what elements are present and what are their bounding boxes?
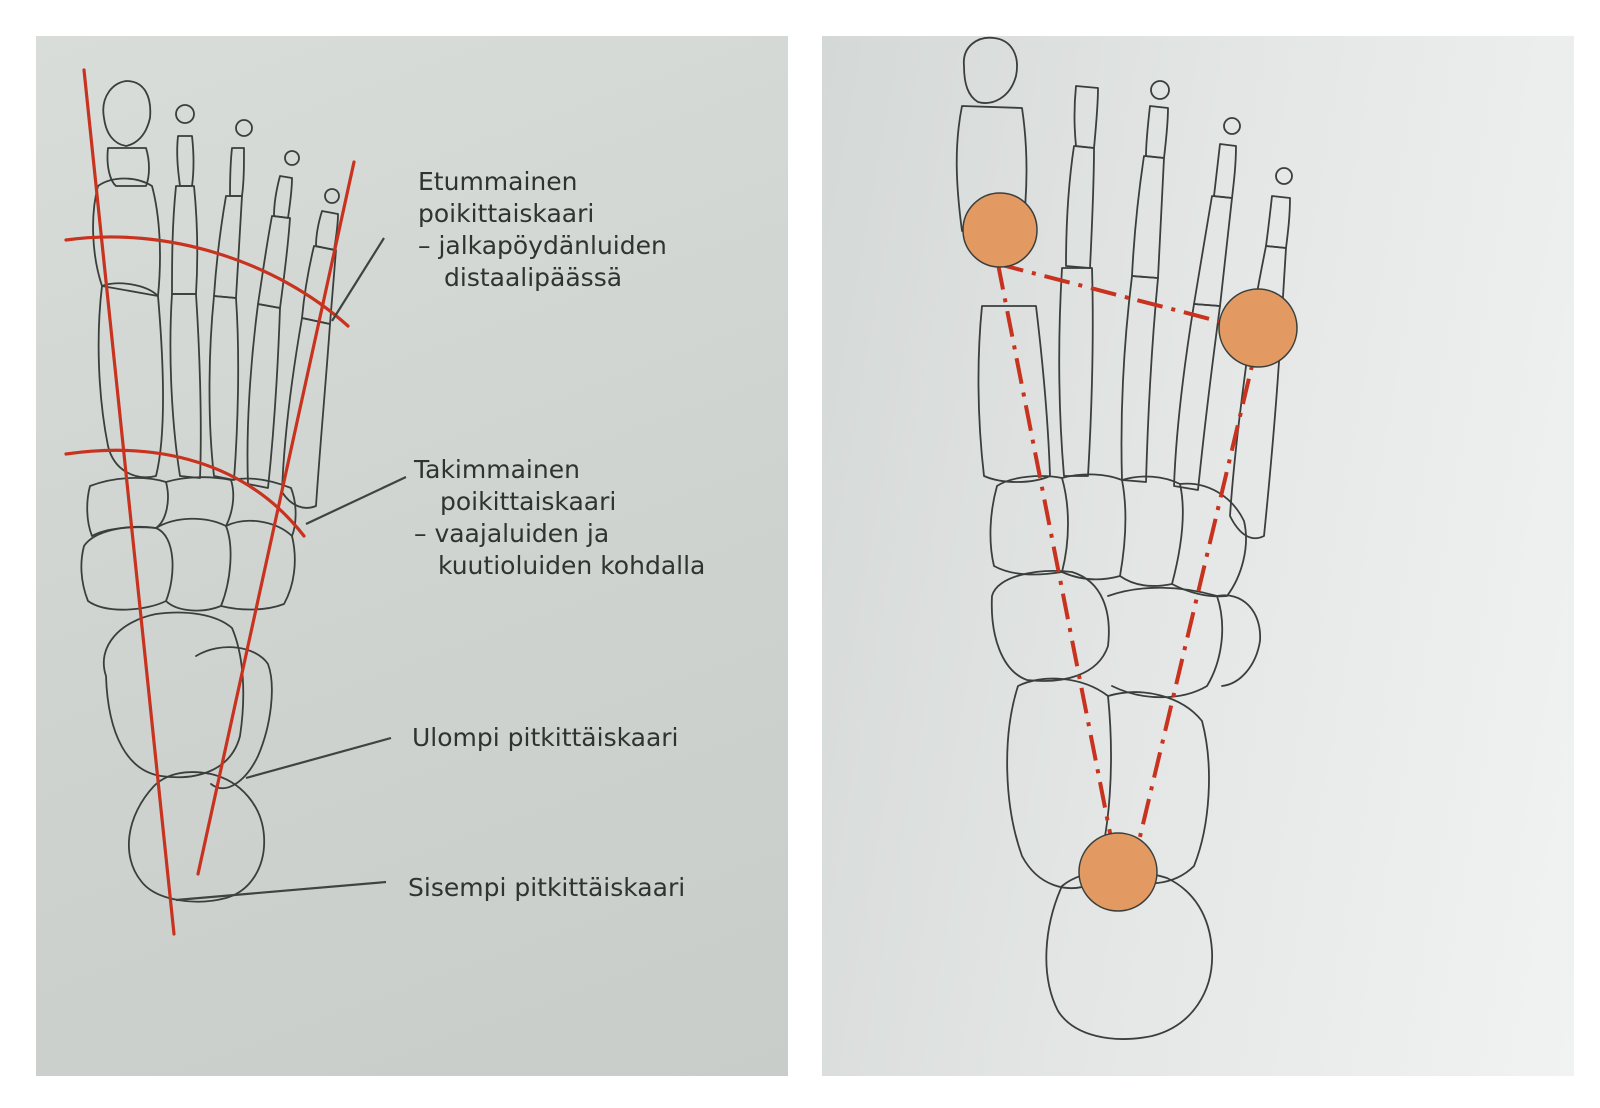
inner-longitudinal-arch-label: Sisempi pitkittäiskaari	[408, 873, 686, 902]
outer-longitudinal-arch-line	[196, 160, 356, 876]
arch-lines	[64, 68, 356, 936]
front-transverse-arch-label: Etummainen poikittaiskaari – jalkapöydän…	[418, 166, 667, 294]
foot-tripod-drawing	[955, 36, 1298, 1040]
front-arch-line1: Etummainen	[418, 167, 578, 196]
foot-bones-right	[955, 36, 1293, 1040]
outer-longitudinal-arch-label: Ulompi pitkittäiskaari	[412, 723, 679, 752]
rear-arch-line4: kuutioluiden kohdalla	[438, 551, 706, 580]
foot-arches-figure: Etummainen poikittaiskaari – jalkapöydän…	[36, 36, 788, 1076]
contact-points	[962, 192, 1298, 912]
fifth-metatarsal-head-point	[1218, 288, 1298, 368]
rear-arch-line1: Takimmainen	[414, 455, 580, 484]
first-metatarsal-head-point	[962, 192, 1038, 268]
foot-tripod-figure	[822, 36, 1574, 1076]
inner-longitudinal-arch-line	[82, 68, 176, 936]
tripod-lines	[996, 262, 1262, 905]
medial-tripod-line	[996, 263, 1126, 905]
lateral-tripod-line	[1122, 331, 1262, 905]
rear-transverse-arch-label: Takimmainen poikittaiskaari – vaajaluide…	[414, 454, 705, 582]
foot-skeleton-drawing	[64, 68, 407, 936]
front-arch-line2: poikittaiskaari	[418, 199, 595, 228]
rear-arch-line3: – vaajaluiden ja	[414, 519, 610, 548]
rear-arch-line2: poikittaiskaari	[440, 487, 617, 516]
heel-point	[1078, 832, 1158, 912]
front-arch-line4: distaalipäässä	[444, 263, 623, 292]
foot-bones	[80, 80, 340, 903]
front-transverse-arch-line	[64, 235, 350, 328]
label-leaders	[175, 237, 407, 902]
front-arch-line3: – jalkapöydänluiden	[418, 231, 667, 260]
rear-transverse-arch-line	[64, 448, 306, 538]
